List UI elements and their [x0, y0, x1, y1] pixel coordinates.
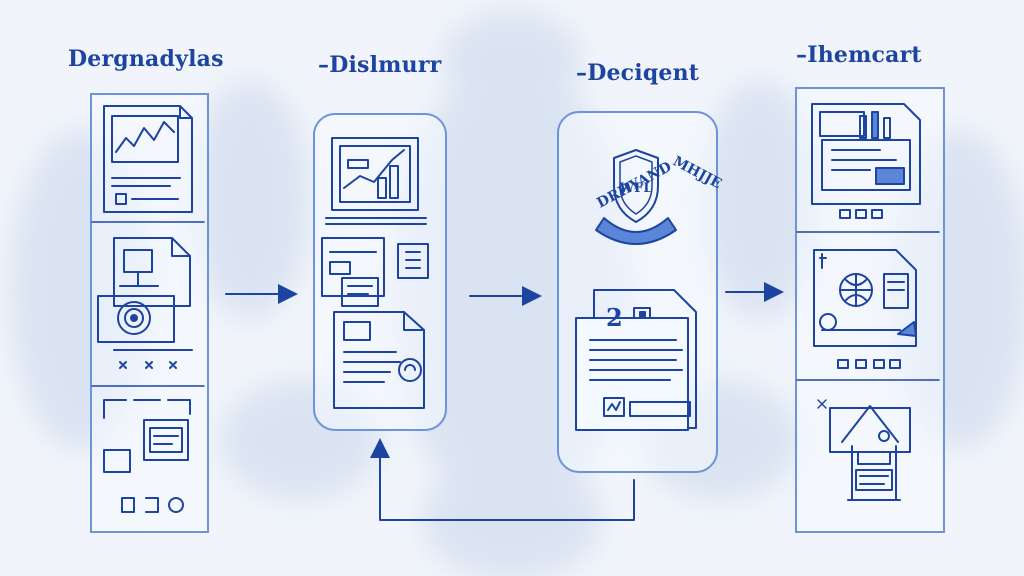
monitor-chart-icon — [325, 137, 427, 225]
dashboard-icon — [811, 103, 921, 219]
document-icon — [333, 311, 425, 409]
document-number: 2 — [606, 303, 623, 332]
globe-document-icon — [813, 249, 917, 369]
feedback-arrow — [370, 438, 635, 521]
stage-2-panel — [313, 113, 447, 431]
chart-document-icon — [103, 105, 193, 213]
house-icon — [817, 399, 911, 501]
badge-right-text: MHJJE — [670, 153, 724, 192]
stage-2-title: –Dislmurr — [318, 52, 442, 78]
badge-center-text: WFL — [619, 181, 653, 196]
target-icon — [97, 295, 193, 369]
stage-3-title: –Deciqent — [576, 60, 700, 86]
numbered-document-icon — [575, 289, 697, 431]
folder-icon — [113, 237, 191, 307]
stage-4-title: –Ihemcart — [796, 42, 922, 68]
stage-1-title: Dergnadylas — [68, 46, 224, 72]
calendar-icon — [321, 237, 429, 307]
layout-icon — [103, 399, 191, 513]
shield-badge-icon — [595, 149, 677, 245]
